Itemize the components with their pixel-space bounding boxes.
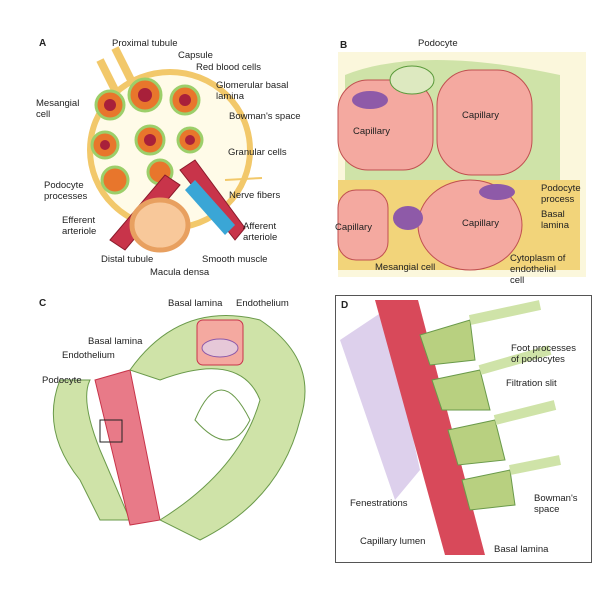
mesangial-nucleus [393, 206, 423, 230]
label-mesangial-cell: Mesangial cell [36, 98, 80, 120]
panel-d-letter: D [341, 300, 349, 311]
label-capillary-2: Capillary [462, 110, 499, 121]
label-basal-lamina-c-top: Basal lamina [168, 298, 223, 309]
nucleus [352, 91, 388, 109]
label-podocyte-process: Podocyte process [541, 183, 581, 205]
capillary [436, 69, 533, 176]
label-glomerular-basal-lamina: Glomerular basal lamina [216, 80, 289, 102]
label-nerve-fibers: Nerve fibers [229, 190, 281, 201]
granular-cells [185, 180, 235, 235]
label-basal-lamina-c: Basal lamina [88, 336, 143, 347]
label-smooth-muscle: Smooth muscle [202, 254, 268, 265]
foot-processes [419, 319, 516, 511]
label-cytoplasm: Cytoplasm of endothelial cell [510, 253, 566, 286]
label-bowmans-space: Bowman's space [229, 111, 301, 122]
label-filtration-slit: Filtration slit [506, 378, 557, 389]
label-granular-cells: Granular cells [228, 147, 287, 158]
label-red-blood-cells: Red blood cells [196, 62, 261, 73]
label-basal-lamina-d: Basal lamina [494, 544, 549, 555]
label-endothelium-c-top: Endothelium [236, 298, 289, 309]
label-efferent-arteriole: Efferent arteriole [62, 215, 97, 237]
panel-d-frame [335, 295, 592, 563]
label-endothelium-c: Endothelium [62, 350, 115, 361]
label-mesangial-cell-b: Mesangial cell [375, 262, 436, 273]
label-podocyte-processes: Podocyte processes [44, 180, 88, 202]
panel-b-letter: B [340, 40, 348, 51]
label-podocyte-c: Podocyte [42, 375, 82, 386]
panel-a-drawing [87, 46, 263, 253]
label-foot-processes: Foot processes of podocytes [511, 343, 576, 365]
nerve-fibers [224, 177, 263, 181]
label-bowmans-space-d: Bowman's space [534, 493, 578, 515]
detail-box [99, 419, 123, 443]
panel-a-letter: A [39, 38, 47, 49]
panel-b-drawing [337, 52, 586, 277]
red-blood-cells [100, 88, 195, 150]
panel-d-drawing [340, 300, 561, 555]
label-capillary-1: Capillary [353, 126, 390, 137]
label-basal-lamina-b: Basal lamina [541, 209, 569, 231]
panel-c-drawing [52, 315, 306, 541]
label-capillary-4: Capillary [462, 218, 499, 229]
label-distal-tubule: Distal tubule [101, 254, 154, 265]
label-proximal-tubule: Proximal tubule [112, 38, 178, 49]
label-macula-densa: Macula densa [150, 267, 210, 278]
label-podocyte-b: Podocyte [418, 38, 458, 49]
label-capillary-lumen: Capillary lumen [360, 536, 426, 547]
panel-c-letter: C [39, 298, 47, 309]
label-fenestrations: Fenestrations [350, 498, 408, 509]
label-afferent-arteriole: Afferent arteriole [243, 221, 278, 243]
label-capsule: Capsule [178, 50, 213, 61]
distal-tubule [129, 197, 191, 253]
label-capillary-3: Capillary [335, 222, 372, 233]
